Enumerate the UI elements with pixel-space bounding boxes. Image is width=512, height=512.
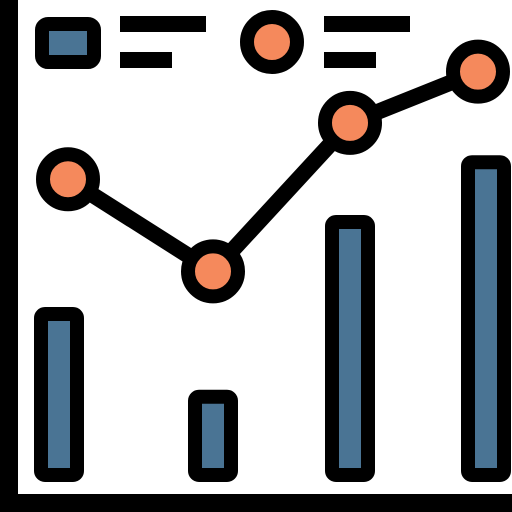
bars <box>34 155 511 482</box>
bar-4 <box>461 155 511 482</box>
legend-bar-swatch <box>35 17 101 69</box>
series-dot-3 <box>318 90 382 155</box>
series-line <box>63 64 481 280</box>
legend <box>35 10 410 74</box>
series-dot-2 <box>181 239 245 304</box>
bar-2 <box>188 389 238 482</box>
bar-3 <box>325 215 375 482</box>
series-dot-4 <box>446 39 510 104</box>
bar-1 <box>34 307 84 482</box>
series-dot-1 <box>36 147 100 212</box>
series-dots <box>36 39 510 304</box>
series-polyline <box>63 64 481 280</box>
legend-dot-swatch <box>240 10 304 74</box>
